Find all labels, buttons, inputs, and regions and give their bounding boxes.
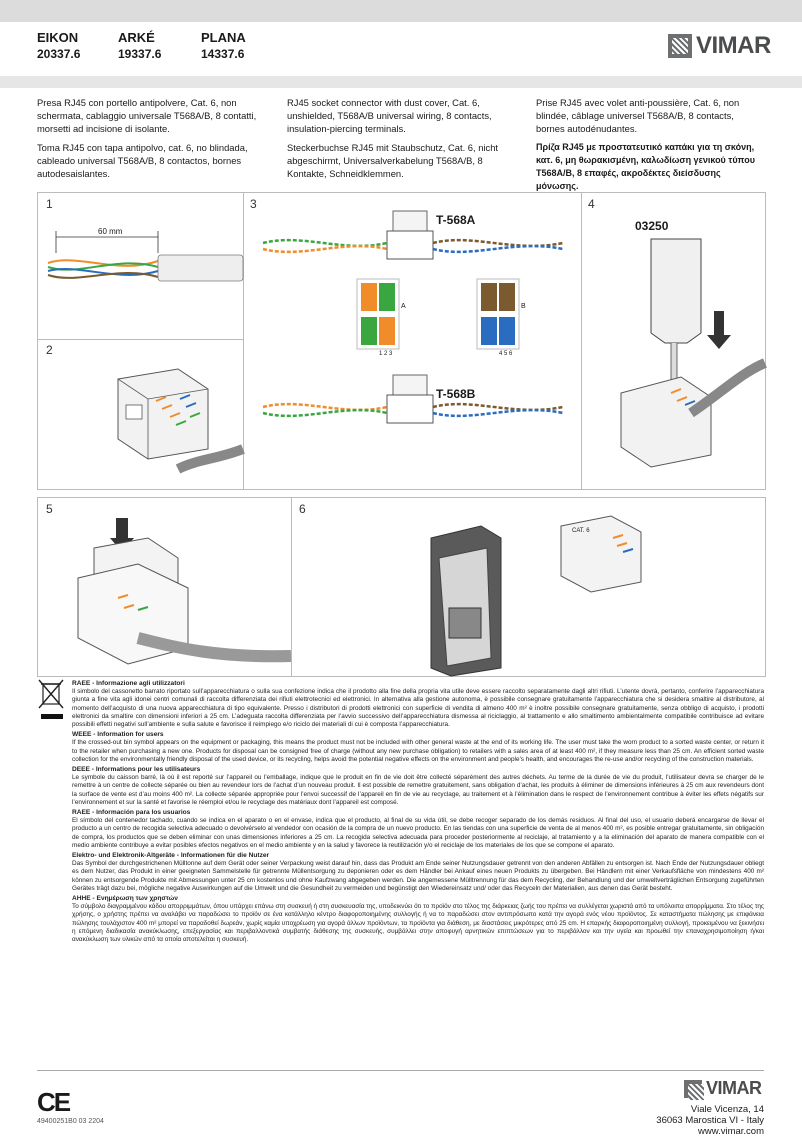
pins-label-b: 4 5 6 [499, 351, 513, 357]
series-code: 20337.6 [37, 47, 81, 61]
description-de: Steckerbuchse RJ45 mit Staubschutz, Cat.… [287, 142, 499, 179]
wiring-diagram [262, 210, 564, 424]
pair-label-b: B [521, 303, 526, 310]
tool-code: 03250 [635, 219, 669, 233]
company-address: Viale Vicenza, 14 36063 Marostica VI - I… [656, 1104, 764, 1137]
category-label: CAT. 6 [572, 528, 590, 534]
panel-divider [581, 193, 582, 489]
description-col-2: RJ45 socket connector with dust cover, C… [287, 96, 515, 186]
footer-vimar-logo: VIMAR [684, 1078, 762, 1100]
series-code: 19337.6 [118, 47, 162, 61]
description-es: Toma RJ45 con tapa antipolvo, cat. 6, no… [37, 142, 248, 179]
top-band [0, 0, 802, 22]
address-street: Viale Vicenza, 14 [690, 1104, 764, 1115]
website-link[interactable]: www.vimar.com [698, 1126, 764, 1137]
weee-title-fr: DEEE - Informations pour les utilisateur… [72, 766, 201, 774]
brand-name: VIMAR [696, 32, 771, 59]
figures-row-2: 5 6 CAT. 6 [37, 497, 766, 677]
description-fr: Prise RJ45 avec volet anti-poussière, Ca… [536, 97, 740, 134]
footer-brand-name: VIMAR [706, 1078, 762, 1098]
document-number: 49400251B0 03 2204 [37, 1118, 104, 1125]
strip-length-label: 60 mm [98, 227, 123, 236]
vimar-logo: VIMAR [668, 32, 771, 60]
description-col-1: Presa RJ45 con portello antipolvere, Cat… [37, 96, 265, 186]
series-arke: ARKÉ 19337.6 [118, 30, 161, 62]
divider-band [0, 76, 802, 88]
step-number-5: 5 [46, 502, 53, 516]
figures-row-1: 1 2 3 4 60 mm [37, 192, 768, 490]
weee-text-es: El símbolo del contenedor tachado, cuand… [72, 817, 764, 849]
color-code-a [356, 278, 400, 350]
standard-label-b: T-568B [436, 387, 476, 401]
weee-title-it: RAEE - Informazione agli utilizzatori [72, 680, 185, 687]
series-name: EIKON [37, 30, 79, 45]
vimar-logo-icon [668, 34, 692, 58]
weee-title-es: RAEE - Información para los usuarios [72, 809, 191, 817]
series-name: ARKÉ [118, 30, 155, 45]
step-number-3: 3 [250, 197, 257, 211]
cable-strip-illustration [47, 231, 244, 282]
step-number-4: 4 [588, 197, 595, 211]
punch-tool-illustration [620, 238, 768, 468]
weee-text-fr: Le symbole du caisson barré, là où il es… [72, 774, 764, 806]
step-number-2: 2 [46, 343, 53, 357]
mounting-illustration [430, 515, 642, 677]
standard-label-a: T-568A [436, 213, 476, 227]
series-code: 14337.6 [201, 47, 245, 61]
weee-title-en: WEEE - Information for users [72, 731, 164, 739]
weee-text-de: Das Symbol der durchgestrichenen Müllton… [72, 860, 764, 892]
weee-text-el: Το σύμβολο διαγραμμένου κάδου απορριμμάτ… [72, 903, 764, 944]
crossed-bin-icon [38, 679, 64, 709]
description-en: RJ45 socket connector with dust cover, C… [287, 97, 492, 134]
pins-label-a: 1 2 3 [379, 351, 393, 357]
weee-text-it: Il simbolo del cassonetto barrato riport… [72, 688, 764, 729]
series-plana: PLANA 14337.6 [201, 30, 246, 62]
weee-text-en: If the crossed-out bin symbol appears on… [72, 739, 764, 763]
ce-mark: CE [37, 1087, 71, 1117]
description-el: Πρίζα RJ45 με προστατευτικό καπάκι για τ… [536, 142, 755, 191]
series-eikon: EIKON 20337.6 [37, 30, 80, 62]
bin-bar-icon [41, 714, 63, 719]
description-it: Presa RJ45 con portello antipolvere, Cat… [37, 97, 257, 134]
panel-divider [291, 498, 292, 676]
footer-divider [37, 1070, 764, 1071]
pair-label-a: A [401, 303, 406, 310]
address-city: 36063 Marostica VI - Italy [656, 1115, 764, 1126]
vimar-logo-icon [684, 1079, 704, 1100]
panel-divider [243, 193, 244, 489]
weee-information: RAEE - Informazione agli utilizzatori Il… [72, 678, 764, 946]
socket-wiring-illustration [117, 368, 245, 474]
step-number-1: 1 [46, 197, 53, 211]
cover-closing-illustration [77, 518, 292, 665]
color-code-b [476, 278, 520, 350]
panel-divider [38, 339, 243, 340]
weee-title-el: ΑΗΗΕ - Ενημέρωση των χρηστών [72, 895, 178, 903]
description-col-3: Prise RJ45 avec volet anti-poussière, Ca… [536, 96, 764, 199]
weee-title-de: Elektro- und Elektronik-Altgeräte - Info… [72, 852, 270, 860]
series-name: PLANA [201, 30, 246, 45]
step-number-6: 6 [299, 502, 306, 516]
